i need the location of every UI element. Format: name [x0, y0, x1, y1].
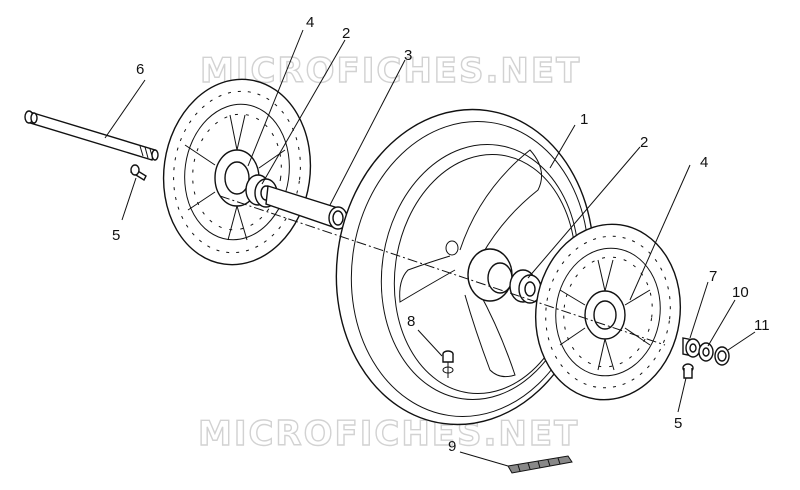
callout-8: 8 [407, 313, 415, 330]
callout-1: 1 [580, 111, 588, 128]
callout-4: 4 [306, 14, 314, 31]
bolt-left [130, 164, 147, 181]
callout-3: 3 [404, 47, 412, 64]
callout-6: 6 [136, 61, 144, 78]
callout-4: 4 [700, 154, 708, 171]
callout-2: 2 [640, 134, 648, 151]
watermark-bottom: MICROFICHES.NET [198, 414, 579, 454]
axis-line [219, 195, 666, 346]
callout-5: 5 [112, 227, 120, 244]
callout-9: 9 [448, 438, 456, 455]
axle [24, 110, 159, 161]
leader-lines [104, 29, 756, 467]
valve [442, 350, 454, 378]
brake-disc-left [162, 78, 312, 266]
callout-7: 7 [709, 268, 717, 285]
nut-11 [714, 346, 730, 366]
spacer-7 [682, 337, 701, 358]
balance-weight [507, 455, 573, 474]
washer-10 [698, 342, 714, 362]
callout-5: 5 [674, 415, 682, 432]
bolt-right [682, 363, 694, 379]
callout-11: 11 [754, 317, 770, 334]
callout-2: 2 [342, 25, 350, 42]
callout-10: 10 [732, 284, 749, 301]
